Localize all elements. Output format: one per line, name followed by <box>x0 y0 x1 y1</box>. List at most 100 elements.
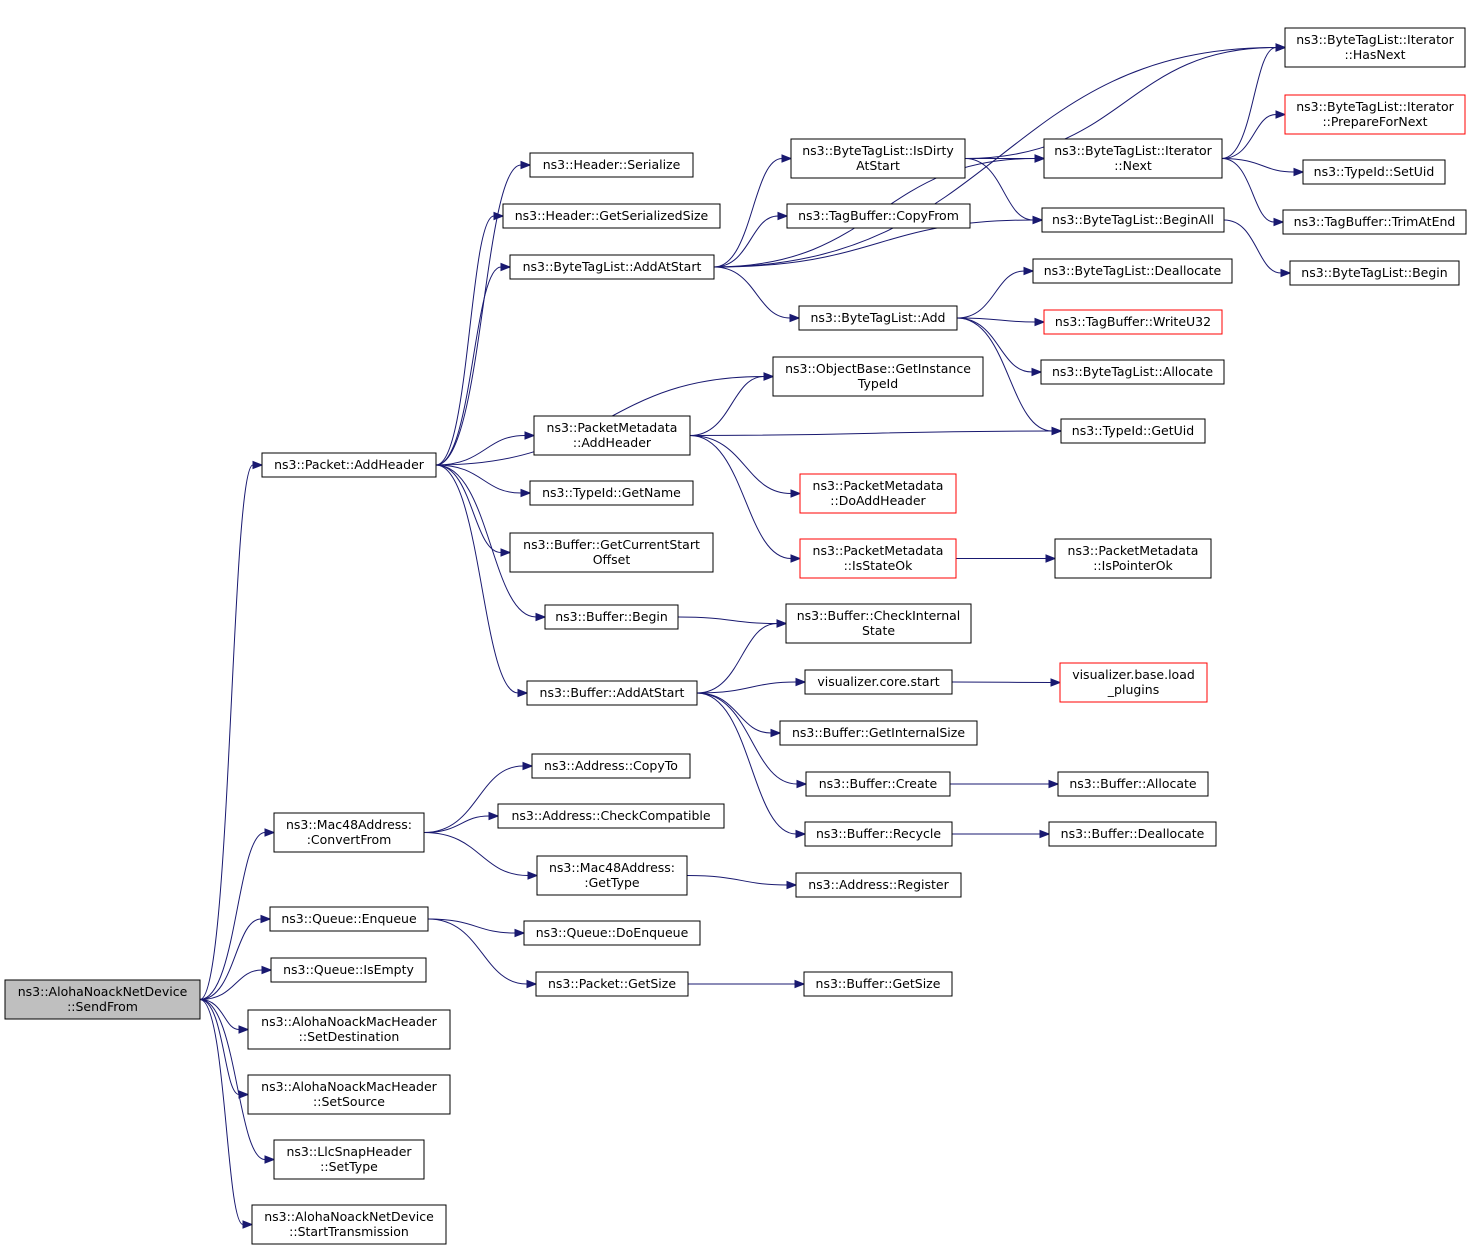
node-copy-from[interactable]: ns3::TagBuffer::CopyFrom <box>786 203 971 229</box>
edge-core-start-to-load-plugins <box>951 681 1052 683</box>
node-send-from[interactable]: ns3::AlohaNoackNetDevice::SendFrom <box>4 979 201 1020</box>
arrowhead <box>1051 426 1063 436</box>
node-copy-to[interactable]: ns3::Address::CopyTo <box>531 753 691 779</box>
arrowhead <box>1280 268 1292 278</box>
arrowhead <box>488 811 500 821</box>
node-packet-get-size[interactable]: ns3::Packet::GetSize <box>535 971 689 997</box>
node-label: ns3::ByteTagList::Iterator <box>1054 143 1212 158</box>
node-box <box>799 473 957 514</box>
node-btlallocate[interactable]: ns3::ByteTagList::Allocate <box>1040 359 1225 385</box>
node-btladd-at-start[interactable]: ns3::ByteTagList::AddAtStart <box>509 254 715 280</box>
node-header-serialize[interactable]: ns3::Header::Serialize <box>529 152 694 178</box>
node-label: ns3::Header::Serialize <box>543 157 681 172</box>
node-label: ns3::Queue::Enqueue <box>281 911 417 926</box>
arrowhead <box>794 979 806 989</box>
node-set-uid[interactable]: ns3::TypeId::SetUid <box>1302 159 1446 185</box>
node-box <box>795 872 962 898</box>
arrowhead <box>1293 167 1305 177</box>
node-start-transmission[interactable]: ns3::AlohaNoackNetDevice::StartTransmiss… <box>251 1204 447 1245</box>
arrowhead <box>527 871 539 880</box>
node-box <box>509 532 714 573</box>
node-label: ns3::Buffer::Deallocate <box>1061 826 1205 841</box>
node-core-start[interactable]: visualizer.core.start <box>804 669 953 695</box>
arrowhead <box>500 548 512 557</box>
node-box <box>1289 260 1460 286</box>
node-load-plugins[interactable]: visualizer.base.load_plugins <box>1059 662 1208 703</box>
node-pmadd-header[interactable]: ns3::PacketMetadata::AddHeader <box>533 415 691 456</box>
node-trim-at-end[interactable]: ns3::TagBuffer::TrimAtEnd <box>1282 209 1467 235</box>
node-label: ::DoAddHeader <box>830 493 926 508</box>
node-write-u32[interactable]: ns3::TagBuffer::WriteU32 <box>1043 309 1223 335</box>
node-set-type[interactable]: ns3::LlcSnapHeader::SetType <box>273 1139 425 1180</box>
node-enqueue[interactable]: ns3::Queue::Enqueue <box>269 906 429 932</box>
node-is-empty[interactable]: ns3::Queue::IsEmpty <box>270 957 427 983</box>
arrowhead <box>524 431 536 440</box>
node-buffer-get-size[interactable]: ns3::Buffer::GetSize <box>803 971 953 997</box>
node-buffer-create[interactable]: ns3::Buffer::Create <box>805 771 951 797</box>
node-iter-next[interactable]: ns3::ByteTagList::Iterator::Next <box>1043 138 1223 179</box>
node-register[interactable]: ns3::Address::Register <box>795 872 962 898</box>
node-do-enqueue[interactable]: ns3::Queue::DoEnqueue <box>523 920 701 946</box>
node-box <box>804 821 953 847</box>
arrowhead <box>1045 554 1057 563</box>
node-set-destination[interactable]: ns3::AlohaNoackMacHeader::SetDestination <box>247 1009 451 1050</box>
node-label: ns3::Address::CheckCompatible <box>511 808 710 823</box>
edge-buffer-begin-to-check-internal-state <box>677 616 778 624</box>
edge-send-from-to-convert-from <box>199 832 266 1000</box>
edge-add-header-to-get-current-start-offset <box>435 464 502 553</box>
node-label: TypeId <box>857 376 898 391</box>
node-label: ns3::AlohaNoackNetDevice <box>18 984 188 999</box>
arrowhead <box>535 612 547 622</box>
arrowhead <box>1034 154 1046 163</box>
node-convert-from[interactable]: ns3::Mac48Address::ConvertFrom <box>273 812 425 853</box>
node-label: ns3::ObjectBase::GetInstance <box>785 361 971 376</box>
node-do-add-header[interactable]: ns3::PacketMetadata::DoAddHeader <box>799 473 957 514</box>
node-btladd[interactable]: ns3::ByteTagList::Add <box>798 305 958 331</box>
node-is-pointer-ok[interactable]: ns3::PacketMetadata::IsPointerOk <box>1054 538 1212 579</box>
node-prepare-for-next[interactable]: ns3::ByteTagList::Iterator::PrepareForNe… <box>1284 94 1466 135</box>
node-buffer-allocate[interactable]: ns3::Buffer::Allocate <box>1057 771 1209 797</box>
node-set-source[interactable]: ns3::AlohaNoackMacHeader::SetSource <box>247 1074 451 1115</box>
node-label: ns3::AlohaNoackMacHeader <box>261 1014 438 1029</box>
node-label: ns3::ByteTagList::Allocate <box>1052 364 1213 379</box>
node-label: State <box>862 623 895 638</box>
node-box <box>273 1139 425 1180</box>
node-btlbegin[interactable]: ns3::ByteTagList::Begin <box>1289 260 1460 286</box>
node-check-compatible[interactable]: ns3::Address::CheckCompatible <box>497 803 725 829</box>
node-has-next[interactable]: ns3::ByteTagList::Iterator::HasNext <box>1284 27 1466 68</box>
edge-btladd-to-get-uid <box>956 317 1053 432</box>
node-buffer-add-at-start[interactable]: ns3::Buffer::AddAtStart <box>526 680 698 706</box>
node-box <box>502 203 721 229</box>
node-label: ns3::TypeId::GetUid <box>1072 423 1194 438</box>
node-buffer-recycle[interactable]: ns3::Buffer::Recycle <box>804 821 953 847</box>
node-get-name[interactable]: ns3::TypeId::GetName <box>529 480 694 506</box>
node-begin-all[interactable]: ns3::ByteTagList::BeginAll <box>1041 207 1225 233</box>
arrowhead <box>261 965 273 975</box>
node-box <box>497 803 725 829</box>
node-mac-get-type[interactable]: ns3::Mac48Address::GetType <box>536 855 688 896</box>
arrowhead <box>789 313 801 323</box>
node-add-header[interactable]: ns3::Packet::AddHeader <box>261 452 437 478</box>
node-get-internal-size[interactable]: ns3::Buffer::GetInternalSize <box>779 720 978 746</box>
arrowhead <box>493 211 505 221</box>
node-get-uid[interactable]: ns3::TypeId::GetUid <box>1060 418 1206 444</box>
node-get-serialized-size[interactable]: ns3::Header::GetSerializedSize <box>502 203 721 229</box>
node-box <box>1282 209 1467 235</box>
edge-buffer-add-at-start-to-check-internal-state <box>696 623 778 694</box>
node-label: ns3::ByteTagList::Add <box>810 310 945 325</box>
edge-mac-get-type-to-register <box>686 875 788 886</box>
node-label: ns3::TypeId::GetName <box>542 485 681 500</box>
node-is-state-ok[interactable]: ns3::PacketMetadata::IsStateOk <box>799 538 957 579</box>
node-buffer-deallocate[interactable]: ns3::Buffer::Deallocate <box>1048 821 1217 847</box>
edge-btladd-at-start-to-btladd <box>713 266 791 319</box>
arrowhead <box>1273 217 1285 227</box>
edge-pmadd-header-to-do-add-header <box>689 435 792 494</box>
node-buffer-begin[interactable]: ns3::Buffer::Begin <box>544 604 679 630</box>
node-box <box>526 680 698 706</box>
node-deallocate[interactable]: ns3::ByteTagList::Deallocate <box>1032 258 1233 284</box>
